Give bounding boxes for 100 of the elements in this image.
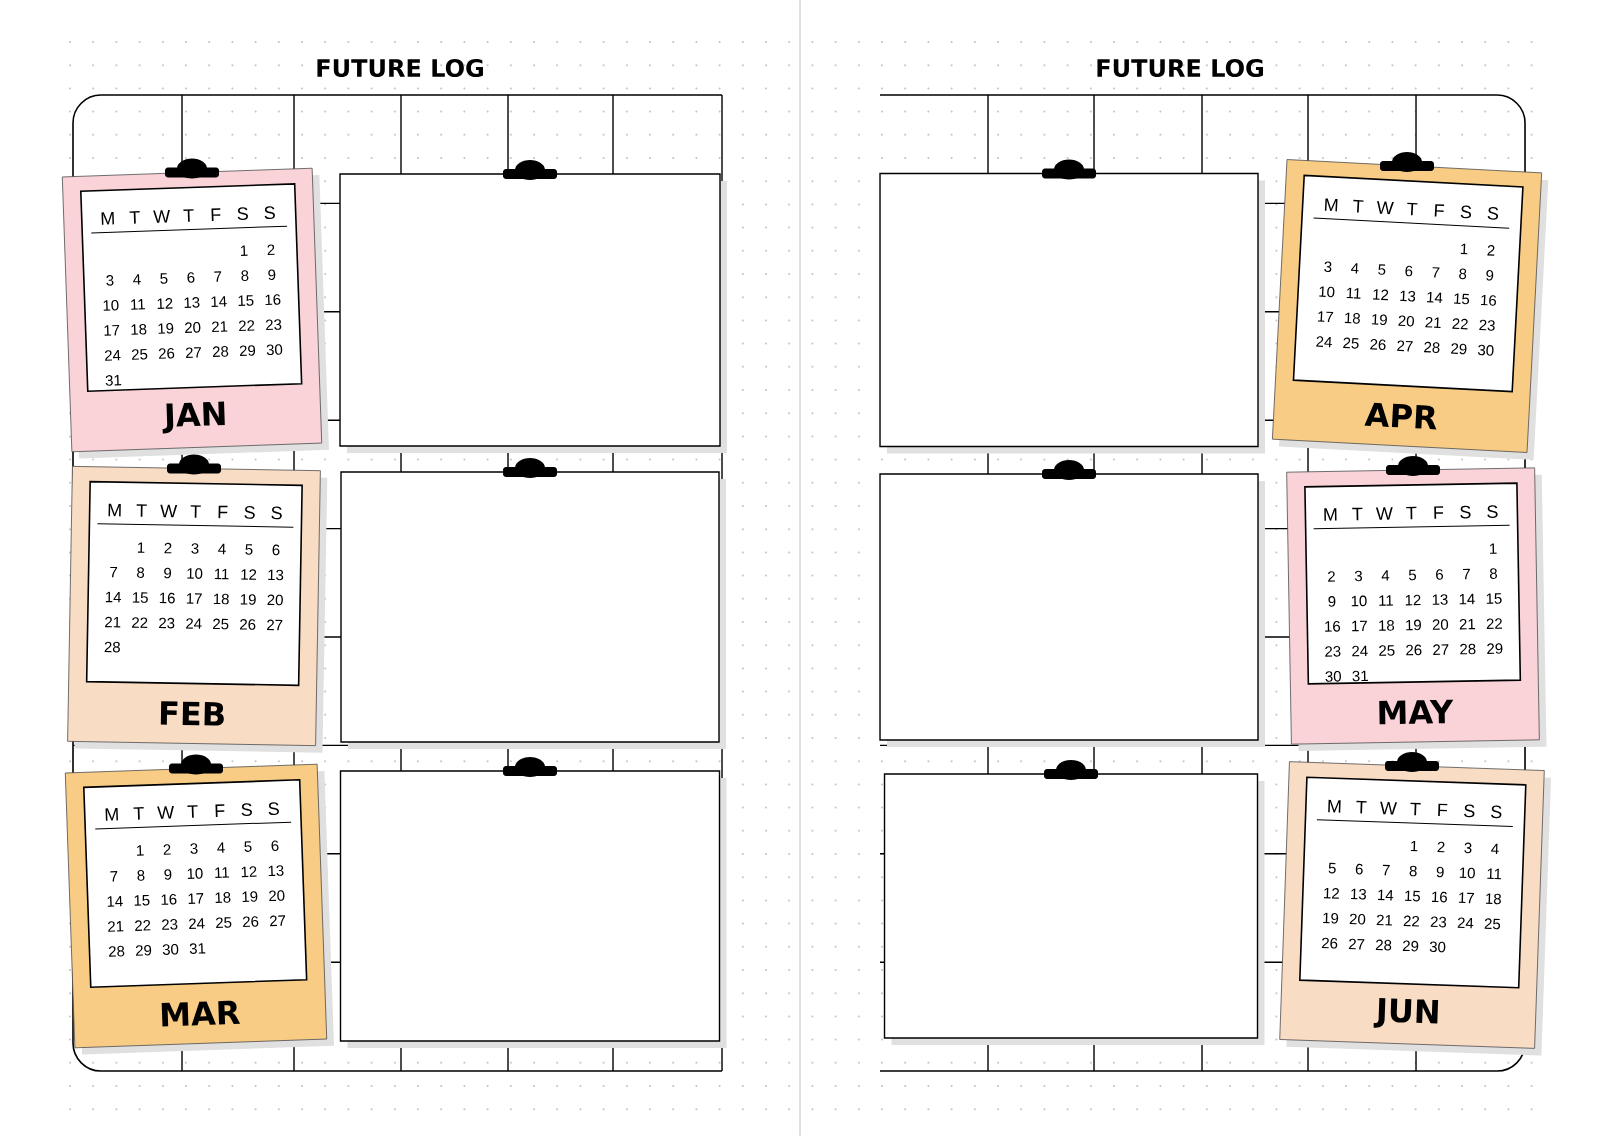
weekday-label: S (268, 802, 279, 816)
day-number: 23 (1430, 916, 1447, 928)
weekday-label: W (160, 504, 178, 518)
day-number: 18 (1485, 893, 1501, 905)
weekday-label: F (1434, 506, 1444, 519)
weekday-label: S (1460, 505, 1471, 519)
day-number: 14 (1378, 889, 1394, 901)
day-number: 19 (158, 323, 174, 334)
day-number: 21 (1425, 316, 1441, 328)
day-number: 23 (1325, 646, 1341, 657)
day-number: 22 (1486, 618, 1502, 629)
weekday-label: M (1324, 508, 1337, 521)
day-number: 4 (1491, 843, 1499, 855)
day-number: 18 (213, 593, 229, 605)
weekday-label: T (129, 211, 140, 224)
day-number: 8 (137, 870, 145, 881)
day-number: 7 (110, 566, 118, 578)
day-number: 24 (1457, 917, 1474, 929)
day-number: 18 (1344, 312, 1360, 324)
day-number: 17 (188, 893, 204, 904)
day-number: 18 (215, 892, 231, 903)
day-number: 13 (268, 865, 284, 877)
weekday-label: W (1375, 507, 1393, 520)
weekday-label: T (1410, 802, 1421, 816)
day-number: 5 (1378, 264, 1386, 275)
weekday-label: M (101, 212, 114, 225)
day-number: 27 (1397, 340, 1413, 352)
day-number: 7 (1432, 267, 1440, 278)
day-number: 9 (1486, 270, 1494, 281)
day-number: 9 (164, 869, 172, 880)
blank-box (883, 773, 1265, 1045)
weekday-label: M (105, 808, 118, 821)
day-number: 16 (159, 592, 175, 604)
day-number: 18 (131, 323, 147, 335)
day-number: 11 (215, 867, 230, 878)
month-label: MAR (161, 1000, 241, 1027)
day-number: 28 (212, 346, 229, 357)
day-number: 22 (132, 617, 148, 628)
day-number: 19 (1371, 314, 1387, 326)
day-number: 12 (241, 866, 257, 878)
blank-box (879, 172, 1265, 454)
day-number: 1 (241, 245, 248, 256)
calendar-card (1271, 159, 1549, 460)
day-number: 19 (240, 594, 256, 605)
day-number: 25 (216, 917, 232, 928)
day-number: 24 (1352, 645, 1368, 657)
weekday-label: T (1352, 507, 1363, 521)
weekday-label: T (133, 807, 144, 820)
day-number: 26 (158, 347, 175, 359)
weekday-label: S (1464, 804, 1475, 818)
day-number: 8 (1490, 568, 1497, 579)
day-number: 16 (265, 294, 281, 306)
day-number: 8 (1459, 268, 1467, 280)
day-number: 1 (1490, 543, 1497, 554)
day-number: 26 (240, 619, 256, 630)
weekday-label: F (215, 804, 225, 817)
day-number: 6 (1436, 569, 1443, 580)
day-number: 7 (1382, 864, 1390, 876)
day-number: 9 (1328, 596, 1336, 607)
day-number: 30 (162, 943, 179, 955)
day-number: 21 (108, 921, 124, 932)
weekday-label: W (157, 806, 174, 819)
day-number: 4 (217, 842, 225, 853)
weekday-label: T (183, 209, 194, 222)
day-number: 2 (1487, 245, 1495, 256)
day-number: 26 (243, 916, 259, 928)
day-number: 17 (1458, 892, 1475, 904)
weekday-label: S (264, 206, 275, 220)
day-number: 1 (137, 845, 144, 856)
day-number: 14 (105, 591, 121, 603)
day-number: 2 (163, 844, 171, 855)
day-number: 5 (160, 273, 168, 284)
weekday-label: S (1487, 207, 1499, 220)
day-number: 27 (267, 619, 283, 631)
day-number: 3 (190, 843, 198, 854)
day-number: 25 (213, 618, 229, 630)
day-number: 27 (1348, 938, 1365, 950)
day-number: 30 (1429, 941, 1446, 953)
day-number: 10 (1319, 286, 1335, 298)
day-number: 3 (191, 543, 199, 554)
day-number: 6 (187, 272, 195, 283)
day-number: 12 (1405, 594, 1421, 606)
day-number: 10 (103, 299, 119, 311)
calendar-card (1279, 761, 1552, 1056)
day-number: 15 (132, 592, 148, 603)
day-number: 9 (164, 567, 172, 579)
day-number: 12 (1373, 289, 1389, 301)
day-number: 26 (1370, 339, 1386, 351)
weekday-label: S (271, 506, 282, 520)
day-number: 4 (1381, 570, 1390, 581)
day-number: 25 (1484, 918, 1501, 930)
month-label: JUN (1373, 998, 1439, 1028)
day-number: 25 (1379, 645, 1395, 656)
day-number: 1 (1410, 840, 1418, 852)
day-number: 31 (105, 374, 122, 386)
day-number: 31 (189, 943, 206, 954)
day-number: 7 (1463, 568, 1470, 580)
day-number: 15 (1454, 293, 1470, 305)
day-number: 19 (242, 891, 258, 903)
day-number: 24 (186, 618, 202, 629)
